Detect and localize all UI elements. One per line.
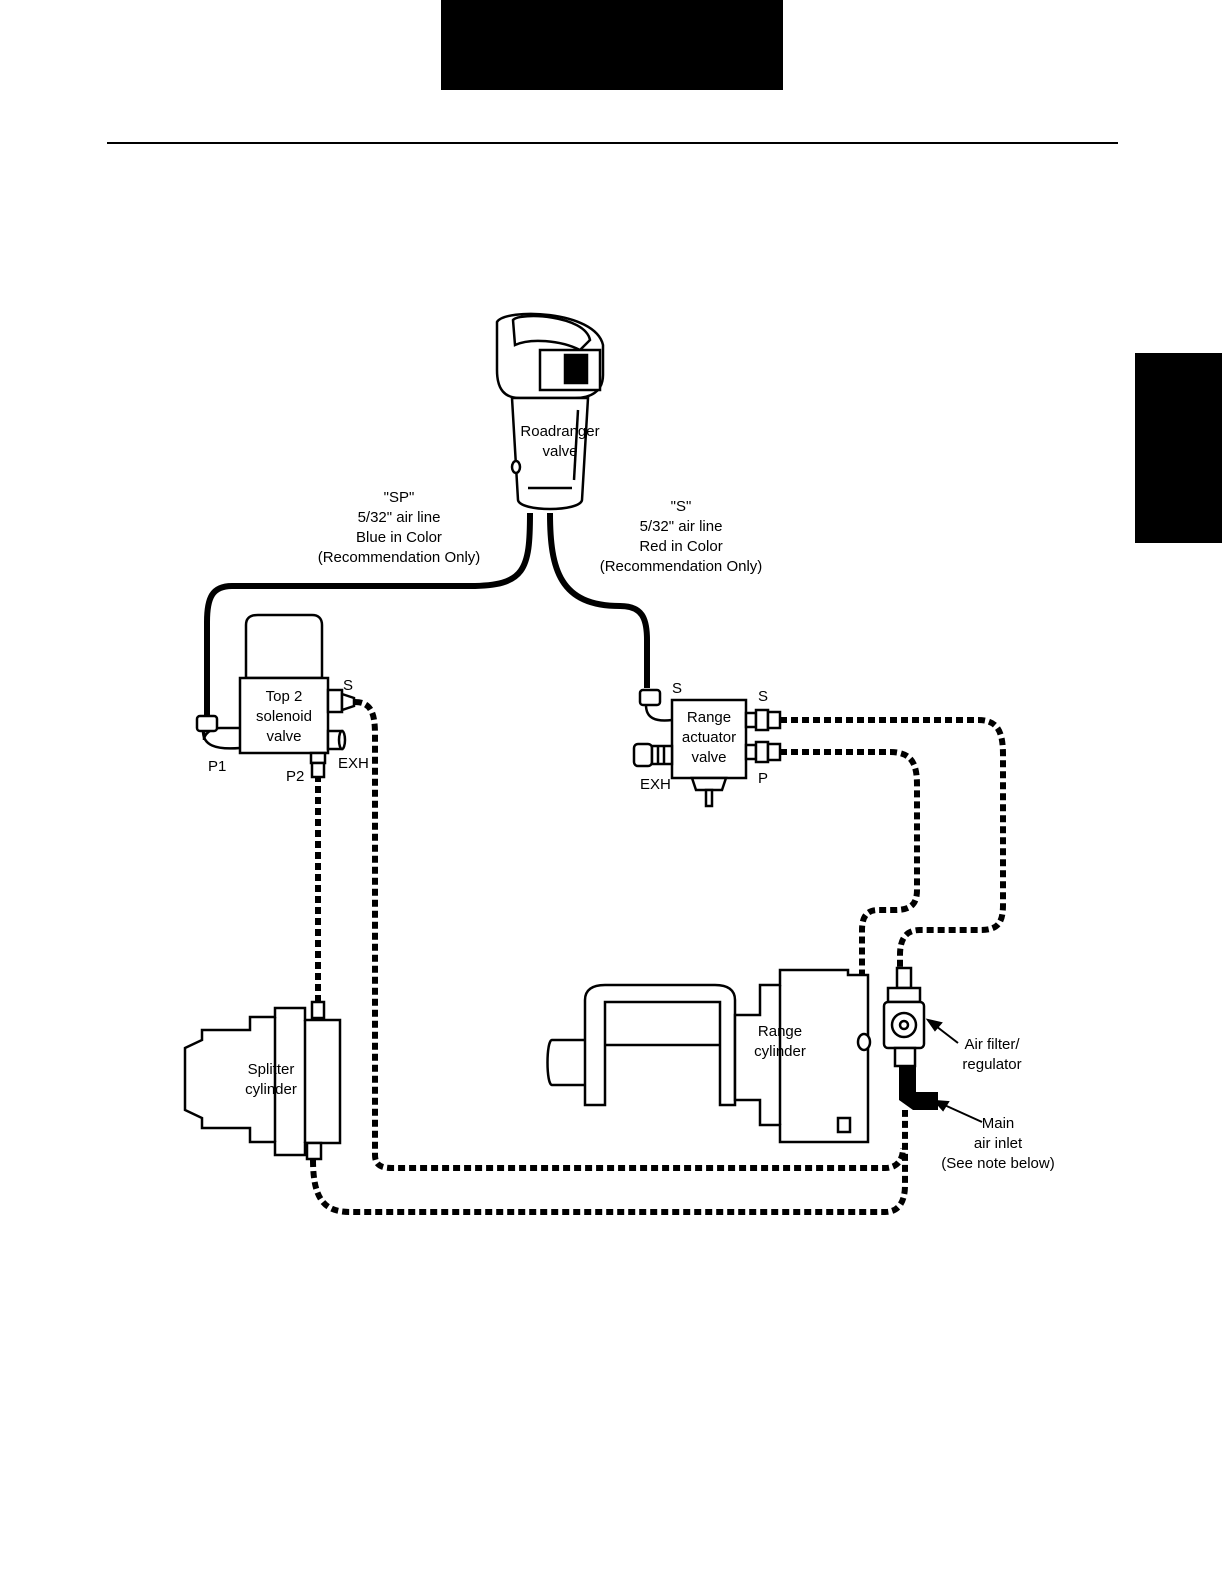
- roadranger-label-2: valve: [542, 443, 577, 460]
- range-cylinder-icon: [548, 970, 871, 1142]
- solenoid-label-3: valve: [266, 728, 301, 745]
- main-inlet-label-2: air inlet: [974, 1135, 1023, 1152]
- actuator-port-s-in: S: [672, 680, 682, 697]
- air-filter-regulator-icon: [884, 968, 924, 1066]
- air-filter-label-1: Air filter/: [964, 1036, 1020, 1053]
- actuator-port-exh: EXH: [640, 776, 671, 793]
- solenoid-label-2: solenoid: [256, 708, 312, 725]
- splitter-label-2: cylinder: [245, 1081, 297, 1098]
- s-line-label-3: Red in Color: [639, 538, 722, 555]
- solenoid-port-exh: EXH: [338, 755, 369, 772]
- actuator-label-1: Range: [687, 709, 731, 726]
- air-filter-label-2: regulator: [962, 1056, 1021, 1073]
- actuator-port-p: P: [758, 770, 768, 787]
- sp-line-label-3: Blue in Color: [356, 529, 442, 546]
- solenoid-port-p2: P2: [286, 768, 304, 785]
- main-inlet-label-3: (See note below): [941, 1155, 1054, 1172]
- actuator-label-3: valve: [691, 749, 726, 766]
- solenoid-label-1: Top 2: [266, 688, 303, 705]
- s-line-label-4: (Recommendation Only): [600, 558, 763, 575]
- roadranger-valve-icon: [497, 314, 603, 509]
- s-line-label-1: "S": [671, 498, 692, 515]
- splitter-label-1: Splitter: [248, 1061, 295, 1078]
- solenoid-port-p1: P1: [208, 758, 226, 775]
- range-cylinder-label-1: Range: [758, 1023, 802, 1040]
- actuator-s-to-filter-line: [780, 720, 1003, 968]
- solenoid-port-s: S: [343, 677, 353, 694]
- sp-line-label-4: (Recommendation Only): [318, 549, 481, 566]
- sp-line-label-2: 5/32" air line: [358, 509, 441, 526]
- main-air-inlet-fitting: [899, 1066, 938, 1110]
- roadranger-label-1: Roadranger: [520, 423, 599, 440]
- actuator-label-2: actuator: [682, 729, 736, 746]
- actuator-port-s-out: S: [758, 688, 768, 705]
- s-line-label-2: 5/32" air line: [640, 518, 723, 535]
- sp-line-label-1: "SP": [384, 489, 415, 506]
- range-cylinder-label-2: cylinder: [754, 1043, 806, 1060]
- main-inlet-label-1: Main: [982, 1115, 1015, 1132]
- s-air-line: [550, 513, 647, 688]
